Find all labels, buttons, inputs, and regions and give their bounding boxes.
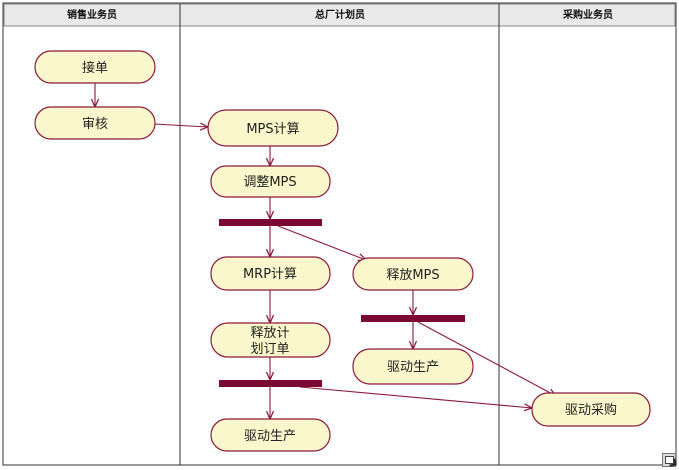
lane-header-bar: [3, 3, 676, 27]
lane-title-planning: 总厂计划员: [315, 8, 365, 21]
node-review-label: 审核: [82, 117, 108, 132]
node-mps-calc-label: MPS计算: [246, 122, 299, 137]
node-mps-calc: MPS计算: [207, 109, 339, 147]
flow-bar3-to-drive-purchase: [299, 386, 532, 408]
image-resize-icon[interactable]: [662, 453, 676, 467]
sync-bar-2: [361, 315, 465, 322]
node-drive-purchase-label: 驱动采购: [565, 402, 617, 418]
node-release-plan-line1: 释放计: [250, 326, 289, 341]
node-release-plan-order: 释放计 划订单: [210, 322, 331, 358]
node-drive-production-right: 驱动生产: [352, 348, 474, 385]
node-release-mps-label: 释放MPS: [386, 268, 439, 283]
node-adjust-mps-label: 调整MPS: [243, 175, 296, 190]
node-order-label: 接单: [82, 60, 108, 76]
node-drive-production-right-label: 驱动生产: [387, 360, 439, 375]
node-drive-production-bottom-label: 驱动生产: [244, 429, 296, 444]
node-drive-production-bottom: 驱动生产: [210, 418, 331, 452]
node-release-mps: 释放MPS: [352, 257, 474, 291]
node-mrp-calc: MRP计算: [210, 256, 331, 291]
node-adjust-mps: 调整MPS: [210, 165, 331, 198]
flow-bar1-to-release-mps: [277, 225, 366, 260]
sync-bar-1: [219, 219, 322, 226]
node-review: 审核: [34, 106, 156, 140]
node-release-plan-line2: 划订单: [250, 342, 289, 357]
lane-title-sales: 销售业务员: [67, 8, 117, 21]
node-drive-purchase: 驱动采购: [531, 392, 651, 427]
flow-bar2-to-drive-purchase: [417, 321, 556, 396]
node-order: 接单: [34, 50, 156, 84]
flow-review-to-mps-calc: [153, 124, 208, 127]
sync-bar-3: [219, 380, 322, 387]
node-mrp-calc-label: MRP计算: [243, 267, 297, 282]
lane-title-purchase: 采购业务员: [562, 8, 613, 21]
